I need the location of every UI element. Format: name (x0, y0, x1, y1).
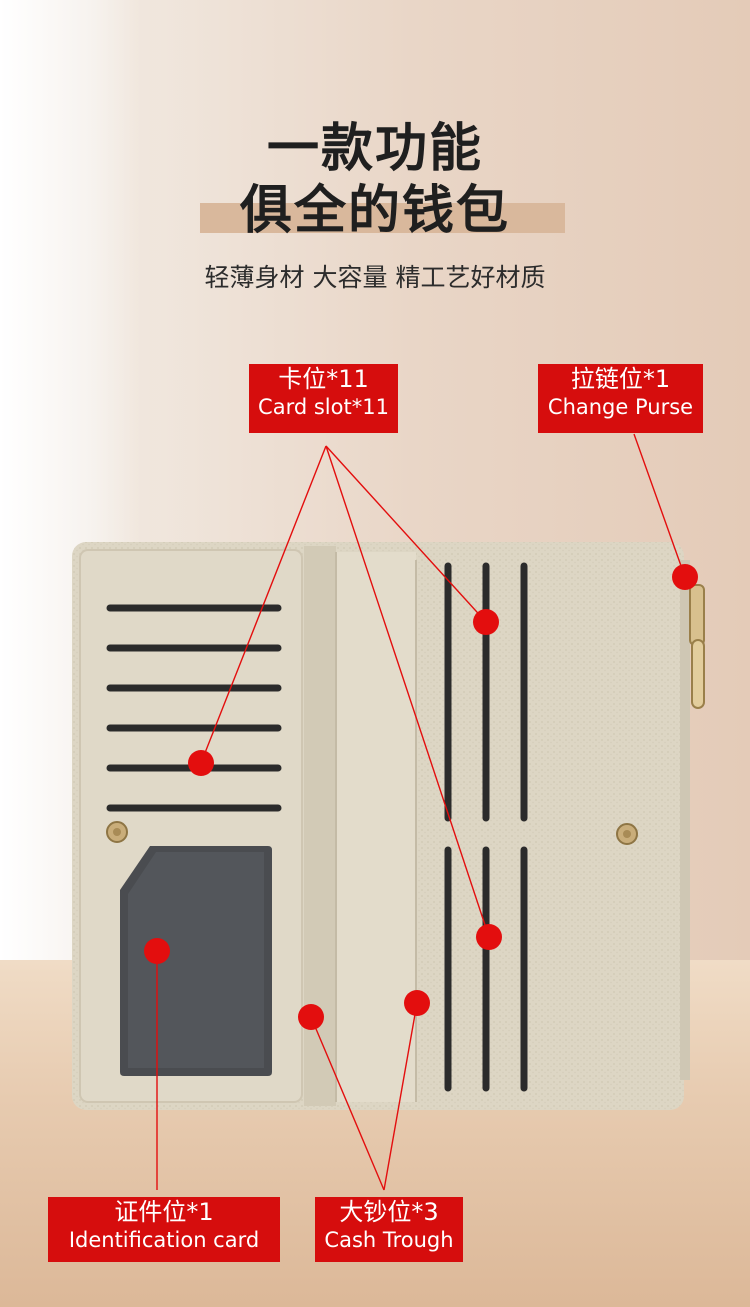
card-slot-label-en: Card slot*11 (258, 395, 389, 419)
cash-trough-label: 大钞位*3 Cash Trough (315, 1197, 463, 1262)
subtitle: 轻薄身材 大容量 精工艺好材质 (204, 263, 546, 292)
left-card-slots (106, 604, 282, 812)
cash-trough-gusset-2 (336, 552, 416, 1102)
callout-dot-icon (298, 1004, 324, 1030)
identification-label-cn: 证件位*1 (114, 1198, 214, 1226)
card-slot-label-cn: 卡位*11 (278, 365, 369, 393)
right-card-slots (444, 562, 528, 1092)
cash-trough-label-en: Cash Trough (324, 1228, 454, 1252)
snap-button-icon (616, 823, 638, 845)
callout-dot-icon (144, 938, 170, 964)
identification-label: 证件位*1 Identification card (48, 1197, 280, 1262)
headline-highlight-bar (200, 203, 565, 233)
callout-dot-icon (476, 924, 502, 950)
change-purse-label-en: Change Purse (547, 395, 694, 419)
change-purse-label: 拉链位*1 Change Purse (538, 364, 703, 433)
change-purse-label-cn: 拉链位*1 (570, 365, 671, 393)
callout-dot-icon (672, 564, 698, 590)
callout-dot-icon (188, 750, 214, 776)
snap-button-icon (106, 821, 128, 843)
headline-line-2: 俱全的钱包 (239, 181, 510, 241)
zipper-track (680, 560, 690, 1080)
card-slot-label: 卡位*11 Card slot*11 (249, 364, 398, 433)
zipper-pull-icon (689, 584, 705, 709)
identification-label-en: Identification card (68, 1228, 260, 1252)
cash-trough-label-cn: 大钞位*3 (339, 1198, 439, 1226)
callout-dot-icon (404, 990, 430, 1016)
headline-line-1: 一款功能 (266, 119, 483, 179)
callout-dot-icon (473, 609, 499, 635)
